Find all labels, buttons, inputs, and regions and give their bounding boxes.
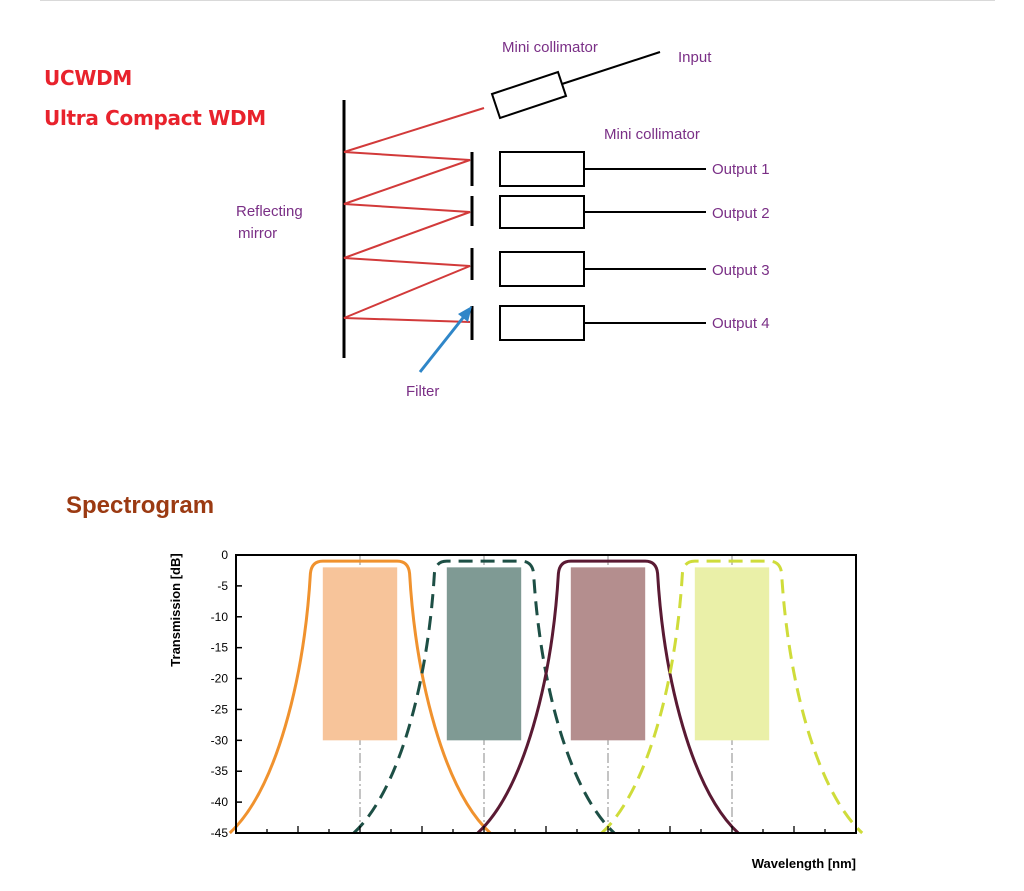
y-tick-label: -45 xyxy=(211,826,229,840)
output-collimator-label: Mini collimator xyxy=(604,126,700,143)
y-tick-label: -20 xyxy=(211,672,229,686)
x-axis-label: Wavelength [nm] xyxy=(752,856,856,871)
y-tick-label: -40 xyxy=(211,795,229,809)
output-collimator-4 xyxy=(499,305,585,341)
transmission-curve-4 xyxy=(600,559,864,835)
page-subtitle: Ultra Compact WDM xyxy=(44,106,266,130)
output-label-4: Output 4 xyxy=(712,315,770,332)
top-divider xyxy=(40,0,995,1)
y-tick-label: -15 xyxy=(211,641,229,655)
beam-path xyxy=(343,107,485,323)
filter-arrow xyxy=(418,306,472,373)
output-collimator-2 xyxy=(499,195,585,229)
mirror-label-line2: mirror xyxy=(238,225,277,242)
mirror-label-line1: Reflecting xyxy=(236,203,303,220)
transmission-curve-3 xyxy=(476,559,740,835)
output-label-3: Output 3 xyxy=(712,262,770,279)
output-collimators xyxy=(499,151,706,341)
y-tick-label: 0 xyxy=(221,548,228,562)
passband-2 xyxy=(446,567,522,741)
page-title: UCWDM xyxy=(44,66,132,90)
y-tick-label: -5 xyxy=(217,579,228,593)
passband-4 xyxy=(694,567,770,741)
plot-frame xyxy=(235,554,857,834)
y-tick-label: -30 xyxy=(211,733,229,747)
transmission-curve-1 xyxy=(228,559,492,835)
passband-3 xyxy=(570,567,646,741)
y-tick-label: -10 xyxy=(211,610,229,624)
input-collimator xyxy=(490,51,661,120)
output-collimator-3 xyxy=(499,251,585,287)
output-label-1: Output 1 xyxy=(712,161,770,178)
input-label: Input xyxy=(678,49,712,66)
passband-1 xyxy=(322,567,398,741)
output-collimator-1 xyxy=(499,151,585,187)
spectrogram-title: Spectrogram xyxy=(66,492,215,519)
input-collimator-label: Mini collimator xyxy=(502,39,598,56)
y-tick-label: -25 xyxy=(211,702,229,716)
ucwdm-diagram: Mini collimator Input Mini collimator Re… xyxy=(236,39,770,400)
y-axis-label: Transmission [dB] xyxy=(168,553,183,666)
filter-label: Filter xyxy=(406,383,439,400)
output-label-2: Output 2 xyxy=(712,205,770,222)
transmission-curve-2 xyxy=(352,559,616,835)
y-tick-label: -35 xyxy=(211,764,229,778)
